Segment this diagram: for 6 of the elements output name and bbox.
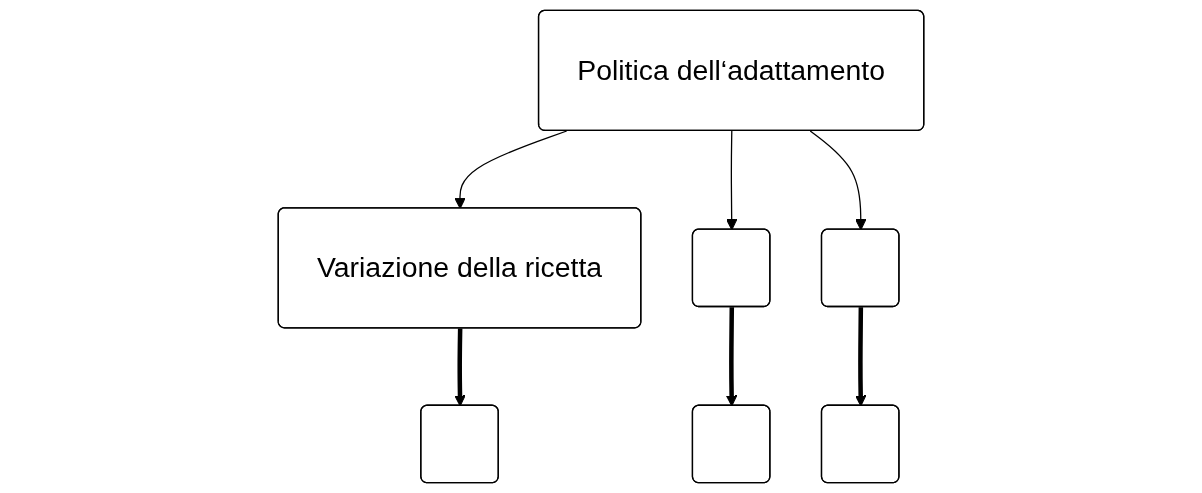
arrow xyxy=(725,307,738,407)
arrow xyxy=(454,328,466,407)
arrow xyxy=(855,307,867,407)
arrow xyxy=(809,130,867,231)
arrow xyxy=(726,130,738,231)
arrow xyxy=(454,130,568,209)
